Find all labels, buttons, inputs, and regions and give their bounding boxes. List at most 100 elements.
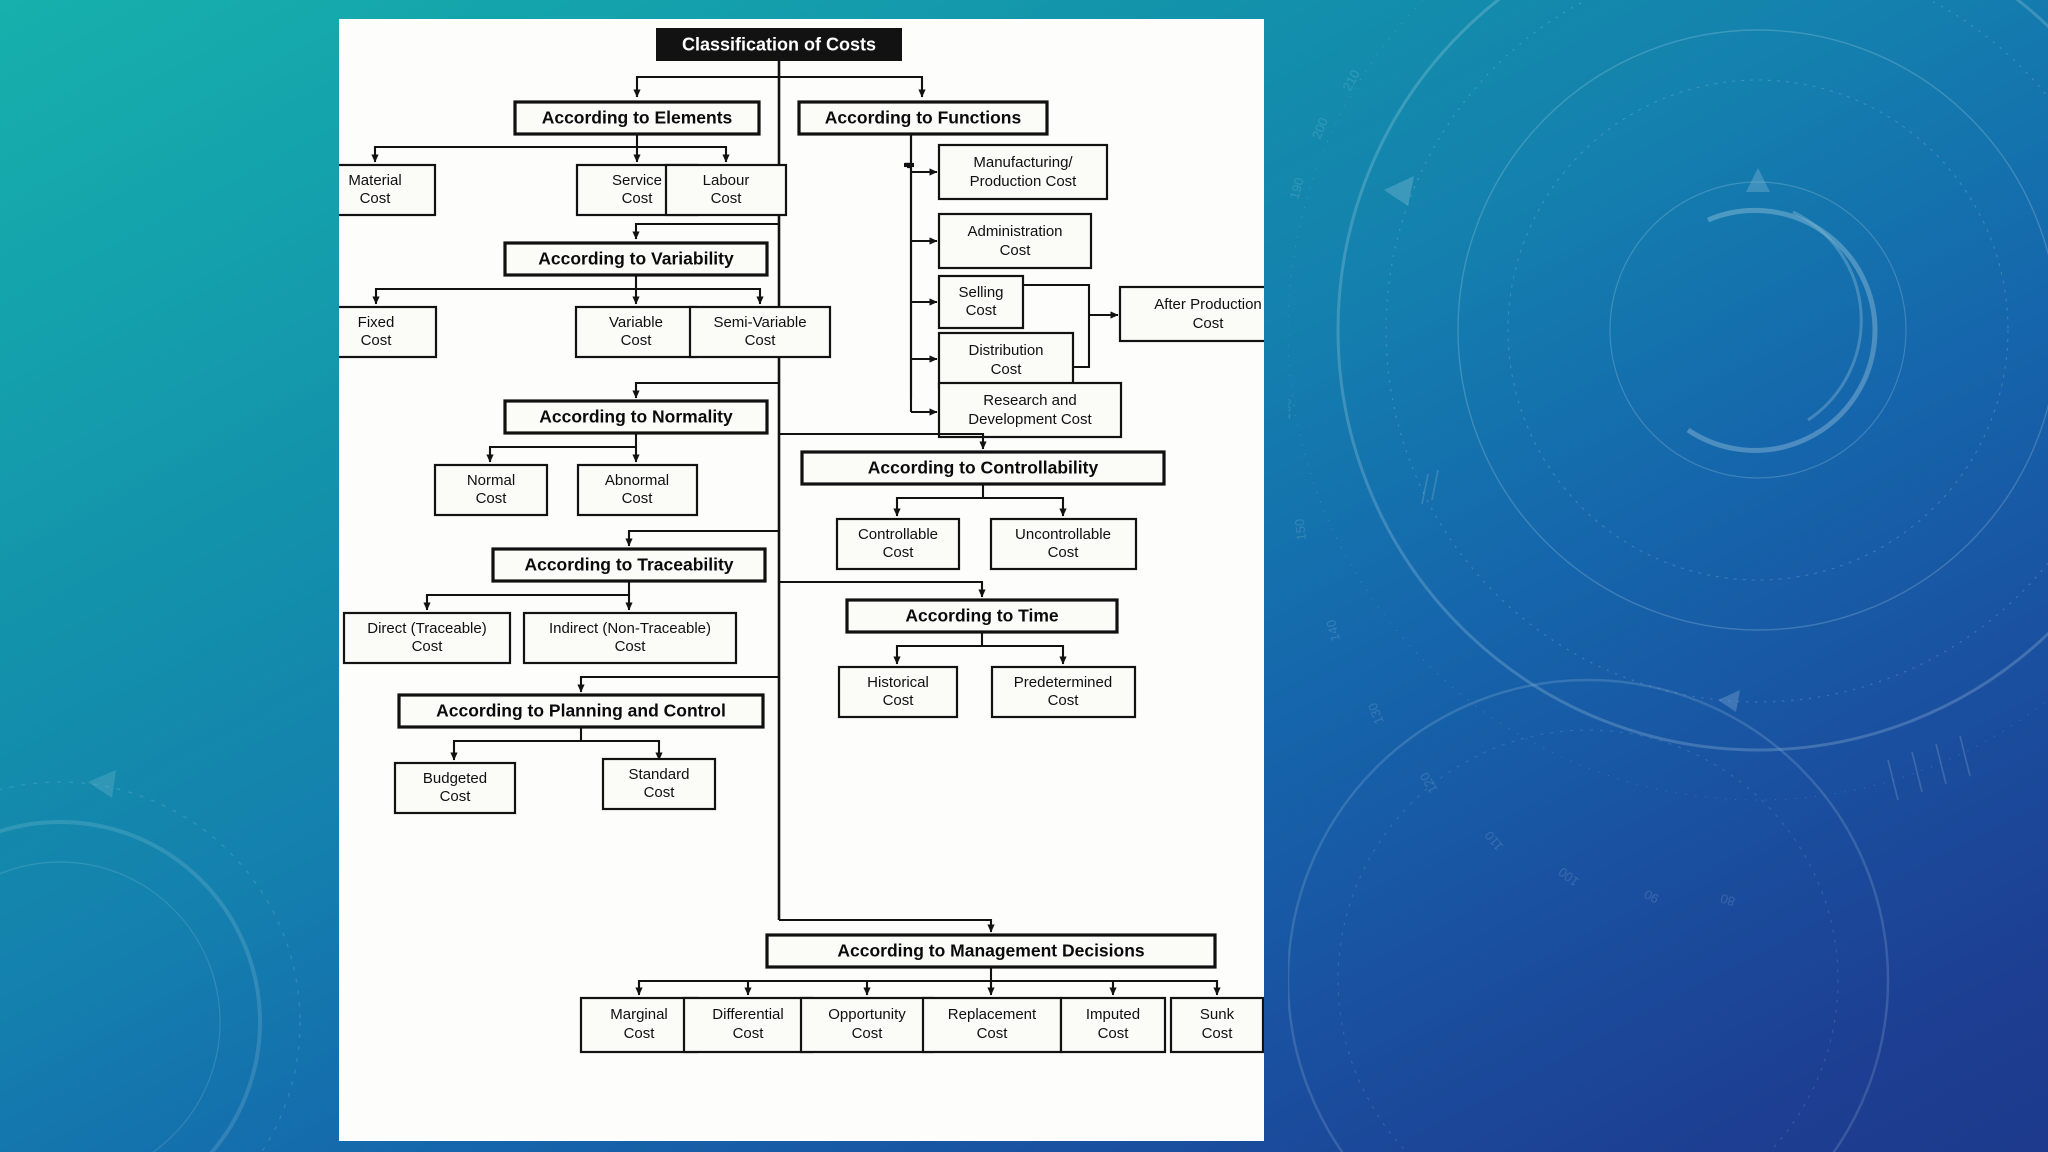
link-variability-fixed (372, 275, 638, 305)
link-controllability-uncontrollable (983, 496, 1067, 517)
node-opportunity-line1: Opportunity (828, 1006, 906, 1023)
node-abnormal-line1: Abnormal (605, 472, 669, 489)
node-normal-line1: Normal (467, 472, 515, 489)
node-standard-line1: Standard (629, 766, 690, 783)
node-manufacturing-production-cost: Manufacturing/ Production Cost (937, 143, 1109, 201)
link-spine-to-normality (632, 381, 779, 399)
node-indirect-nontraceable-cost: Indirect (Non-Traceable) Cost (522, 611, 738, 665)
link-controllability-controllable (893, 484, 985, 517)
link-spine-to-planning (577, 675, 779, 693)
node-according-to-management-decisions: According to Management Decisions (765, 933, 1217, 969)
node-normal-cost: Normal Cost (433, 463, 549, 517)
node-controllable-line2: Cost (883, 544, 915, 561)
svg-text:200: 200 (1309, 115, 1331, 141)
node-differential-line2: Cost (733, 1025, 765, 1042)
node-budgeted-cost: Budgeted Cost (393, 761, 517, 815)
node-according-to-planning-and-control: According to Planning and Control (397, 693, 765, 729)
link-planning-budgeted (450, 727, 583, 761)
node-traceability-label: According to Traceability (524, 555, 733, 575)
node-labour-line2: Cost (711, 190, 743, 207)
node-labour-cost: Labour Cost (664, 163, 788, 217)
node-indirect-line1: Indirect (Non-Traceable) (549, 620, 711, 637)
node-research-line1: Research and (983, 392, 1076, 409)
node-fixed-line2: Cost (361, 332, 393, 349)
node-according-to-controllability: According to Controllability (800, 450, 1166, 486)
node-abnormal-line2: Cost (622, 490, 654, 507)
svg-text:100: 100 (1556, 864, 1582, 889)
svg-text:150: 150 (1292, 518, 1309, 541)
node-direct-line1: Direct (Traceable) (367, 620, 486, 637)
node-standard-cost: Standard Cost (601, 757, 717, 811)
node-marginal-line2: Cost (624, 1025, 656, 1042)
link-selling-to-afterproduction (1023, 283, 1091, 315)
node-normality-label: According to Normality (539, 407, 733, 427)
node-management-label: According to Management Decisions (837, 941, 1145, 961)
node-fixed-line1: Fixed (358, 314, 395, 331)
node-according-to-functions: According to Functions (797, 100, 1049, 136)
link-variability-semi (636, 287, 764, 305)
link-elements-material (371, 134, 639, 163)
node-opportunity-cost: Opportunity Cost (799, 996, 935, 1054)
node-sunk-line1: Sunk (1200, 1006, 1235, 1023)
node-fixed-cost: Fixed Cost (339, 305, 438, 359)
node-distribution-line1: Distribution (968, 342, 1043, 359)
node-predetermined-line2: Cost (1048, 692, 1080, 709)
radar-rings-decoration: 210 200 190 160 150 140 130 120 110 100 … (1288, 0, 2048, 1152)
node-direct-line2: Cost (412, 638, 444, 655)
svg-text:110: 110 (1481, 828, 1506, 854)
node-direct-traceable-cost: Direct (Traceable) Cost (342, 611, 512, 665)
node-budgeted-line2: Cost (440, 788, 472, 805)
node-administration-line2: Cost (1000, 242, 1032, 259)
svg-text:130: 130 (1365, 701, 1387, 727)
node-imputed-line2: Cost (1098, 1025, 1130, 1042)
node-according-to-time: According to Time (845, 598, 1119, 634)
node-opportunity-line2: Cost (852, 1025, 884, 1042)
node-manufacturing-line2: Production Cost (970, 173, 1078, 190)
node-selling-line1: Selling (958, 284, 1003, 301)
node-indirect-line2: Cost (615, 638, 647, 655)
link-planning-standard (581, 739, 663, 761)
node-budgeted-line1: Budgeted (423, 770, 487, 787)
link-management-differential (744, 979, 991, 996)
node-marginal-line1: Marginal (610, 1006, 668, 1023)
node-differential-line1: Differential (712, 1006, 783, 1023)
node-replacement-line2: Cost (977, 1025, 1009, 1042)
node-administration-line1: Administration (967, 223, 1062, 240)
node-variable-cost: Variable Cost (574, 305, 698, 359)
node-research-line2: Development Cost (968, 411, 1092, 428)
node-material-line1: Material (348, 172, 401, 189)
node-historical-line1: Historical (867, 674, 929, 691)
node-manufacturing-line1: Manufacturing/ (973, 154, 1073, 171)
node-semi-variable-cost: Semi-Variable Cost (688, 305, 832, 359)
node-time-label: According to Time (905, 606, 1059, 626)
node-abnormal-cost: Abnormal Cost (576, 463, 699, 517)
svg-text:80: 80 (1719, 891, 1737, 910)
svg-text:190: 190 (1288, 176, 1307, 201)
link-root-to-functions (779, 75, 926, 98)
node-planning-label: According to Planning and Control (436, 701, 726, 721)
link-distribution-to-afterproduction (1073, 315, 1091, 369)
node-according-to-normality: According to Normality (503, 399, 769, 435)
node-controllable-line1: Controllable (858, 526, 938, 543)
link-time-historical (893, 632, 984, 665)
svg-text:120: 120 (1417, 770, 1441, 796)
node-selling-line2: Cost (966, 302, 998, 319)
node-uncontrollable-line1: Uncontrollable (1015, 526, 1111, 543)
node-research-development-cost: Research and Development Cost (937, 381, 1123, 439)
node-labour-line1: Labour (703, 172, 750, 189)
link-management-imputed (991, 979, 1117, 996)
node-imputed-line1: Imputed (1086, 1006, 1140, 1023)
svg-text:210: 210 (1339, 67, 1362, 93)
link-normality-normal (486, 433, 638, 463)
node-root-label: Classification of Costs (682, 34, 876, 54)
node-replacement-line1: Replacement (948, 1006, 1037, 1023)
node-differential-cost: Differential Cost (682, 996, 814, 1054)
node-variable-line2: Cost (621, 332, 653, 349)
svg-text:90: 90 (1642, 887, 1662, 907)
node-sunk-cost: Sunk Cost (1169, 996, 1264, 1054)
node-normal-line2: Cost (476, 490, 508, 507)
node-imputed-cost: Imputed Cost (1059, 996, 1167, 1054)
node-predetermined-cost: Predetermined Cost (990, 665, 1137, 719)
node-historical-cost: Historical Cost (837, 665, 959, 719)
